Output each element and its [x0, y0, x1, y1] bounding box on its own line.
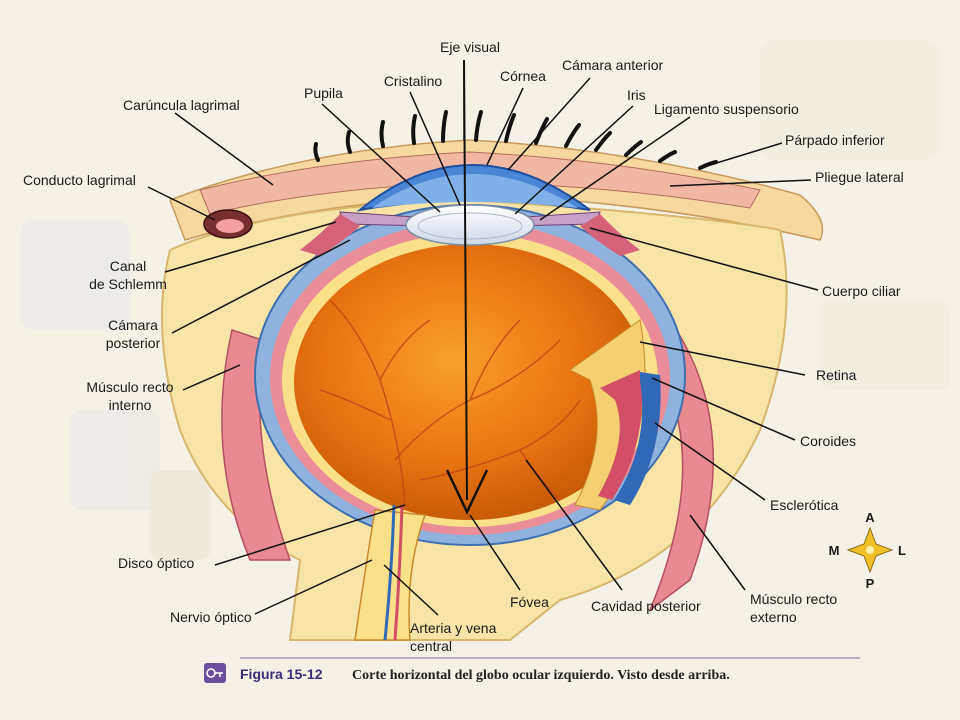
- label-musculo-interno-line1: Músculo recto: [86, 379, 173, 395]
- eyelashes: [313, 110, 718, 170]
- figure-caption: Figura 15-12 Corte horizontal del globo …: [204, 657, 860, 683]
- background-ghost-art: [20, 40, 950, 560]
- caption-text: Corte horizontal del globo ocular izquie…: [352, 668, 730, 683]
- label-cornea: Córnea: [500, 68, 546, 84]
- anatomy-labels: Eje visual Cristalino Córnea Cámara ante…: [23, 39, 904, 654]
- label-canal-line2: de Schlemm: [89, 276, 167, 292]
- caption-figure-number: Figura 15-12: [240, 666, 323, 682]
- label-arteria-line1: Arteria y vena: [410, 620, 497, 636]
- label-camara-posterior-line1: Cámara: [108, 317, 158, 333]
- label-caruncula-lagrimal: Carúncula lagrimal: [123, 97, 240, 113]
- label-camara-anterior: Cámara anterior: [562, 57, 663, 73]
- label-cuerpo-ciliar: Cuerpo ciliar: [822, 283, 901, 299]
- label-nervio-optico: Nervio óptico: [170, 609, 252, 625]
- label-pupila: Pupila: [304, 85, 343, 101]
- label-musculo-interno-line2: interno: [109, 397, 152, 413]
- label-cristalino: Cristalino: [384, 73, 443, 89]
- label-canal-line1: Canal: [110, 258, 147, 274]
- label-musculo-externo-line2: externo: [750, 609, 797, 625]
- label-parpado-inferior: Párpado inferior: [785, 132, 885, 148]
- leader-lines: [147, 62, 819, 616]
- compass-l: L: [898, 543, 906, 558]
- eyeball: [254, 204, 686, 546]
- label-musculo-externo-line1: Músculo recto: [750, 591, 837, 607]
- orientation-compass: A M L P: [829, 510, 906, 591]
- label-ligamento-suspensorio: Ligamento suspensorio: [654, 101, 799, 117]
- optic-nerve: [354, 504, 427, 641]
- label-camara-posterior-line2: posterior: [106, 335, 161, 351]
- label-conducto-lagrimal: Conducto lagrimal: [23, 172, 136, 188]
- label-fovea: Fóvea: [510, 594, 549, 610]
- label-coroides: Coroides: [800, 433, 856, 449]
- compass-m: M: [829, 543, 840, 558]
- label-arteria-line2: central: [410, 638, 452, 654]
- label-iris: Iris: [627, 87, 646, 103]
- label-esclerotica: Esclerótica: [770, 497, 839, 513]
- compass-p: P: [866, 576, 875, 591]
- label-eje-visual: Eje visual: [440, 39, 500, 55]
- label-cavidad-posterior: Cavidad posterior: [591, 598, 701, 614]
- lacrimal-duct: [203, 209, 253, 239]
- label-pliegue-lateral: Pliegue lateral: [815, 169, 904, 185]
- label-disco-optico: Disco óptico: [118, 555, 194, 571]
- compass-a: A: [865, 510, 875, 525]
- label-retina: Retina: [816, 367, 857, 383]
